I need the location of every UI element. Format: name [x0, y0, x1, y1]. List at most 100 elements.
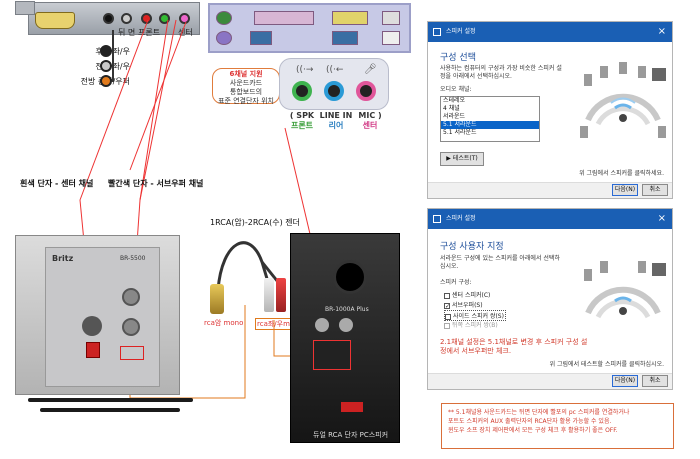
- checkbox-box[interactable]: [445, 313, 451, 320]
- serial-port: [250, 31, 272, 45]
- channel-option[interactable]: 서라운드: [443, 113, 466, 120]
- channel-option-selected[interactable]: 5.1 서라운드: [441, 121, 539, 129]
- card-label-rear: 뒤 면: [118, 28, 136, 37]
- jack-black: [103, 13, 114, 24]
- speaker-icon: ((·→: [296, 65, 314, 75]
- knob: [315, 318, 329, 332]
- line-in-icon: ((·←: [326, 65, 344, 75]
- cancel-button[interactable]: 취소: [642, 184, 668, 196]
- sound-card-bracket: [15, 1, 200, 35]
- motherboard-io-panel: [208, 3, 411, 53]
- jack-gray: [121, 13, 132, 24]
- mic-icon: 🎤︎: [364, 64, 377, 75]
- power-cable: [40, 408, 180, 412]
- dialog-title: 스피커 설정: [446, 28, 476, 35]
- game-port-mb: [332, 11, 368, 25]
- dialog-footer: 다음(N) 취소: [428, 373, 672, 389]
- speaker-setup-dialog-configuration: 스피커 설정 × 구성 선택 사용하는 컴퓨터의 구성과 가장 비슷한 스피커 …: [427, 21, 673, 199]
- dialog-heading: 구성 선택: [440, 53, 476, 63]
- red-line: [139, 19, 169, 201]
- game-port: [35, 12, 75, 29]
- port-label-mic-ko: 센터: [362, 121, 378, 130]
- red-line: [79, 19, 149, 201]
- red-line: [129, 21, 187, 171]
- side-speaker-checkbox[interactable]: 사이드 스피커 쌍(S): [444, 310, 506, 321]
- speaker-layout-diagram[interactable]: [578, 60, 668, 150]
- bracket-lip: [15, 1, 35, 15]
- speaker-port: [82, 316, 102, 336]
- legend-connector: [112, 30, 114, 82]
- port-label-spk-ko: 프론트: [290, 121, 314, 130]
- speaker-icon: [580, 126, 588, 138]
- checkbox-label: 뒤쪽 스피커 쌍(B): [452, 322, 498, 329]
- speaker-back-panel: Britz BR-5500: [45, 247, 160, 387]
- speaker-icon: [433, 28, 441, 36]
- channel-option[interactable]: 4 채널: [443, 105, 460, 112]
- listener-icon: [619, 307, 627, 315]
- jack-spk-green: [292, 81, 312, 101]
- speaker-model-right: BR-1000A Plus: [325, 306, 369, 313]
- note-line: 포트도 스피커의 AUX 출력단자의 RCA단자 활용 가능할 수 있음.: [448, 418, 612, 425]
- rca-terminal-box: [120, 346, 144, 360]
- speaker-icon: [584, 269, 592, 281]
- onboard-audio-panel: ((·→ ((·← 🎤︎: [279, 58, 389, 110]
- caption-left-plug: rca암 mono: [204, 319, 244, 327]
- sound-wave: [614, 103, 632, 110]
- channel-option[interactable]: 스테레오: [443, 97, 466, 104]
- usb-port: [382, 31, 400, 45]
- center-speaker-checkbox[interactable]: 센터 스피커(C): [444, 290, 490, 299]
- speaker-icon: [658, 126, 666, 138]
- next-button[interactable]: 다음(N): [612, 375, 638, 387]
- caption-dual-rca: 듀얼 RCA 단자 PC스피커: [313, 431, 389, 439]
- sound-wave: [614, 296, 632, 303]
- speaker-right-back: BR-1000A Plus 듀얼 RCA 단자 PC스피커: [290, 233, 400, 443]
- cancel-button[interactable]: 취소: [642, 375, 668, 387]
- speaker-setup-dialog-customize: 스피커 설정 × 구성 사용자 지정 서라운드 구성에 있는 스피커를 아래에서…: [427, 208, 673, 390]
- next-button[interactable]: 다음(N): [612, 184, 638, 196]
- callout-line: 사운드카드: [229, 79, 263, 87]
- dialog-title-bar: 스피커 설정 ×: [428, 209, 672, 229]
- lan-port: [382, 11, 400, 25]
- test-button[interactable]: ▶ 테스트(T): [440, 152, 484, 166]
- speaker-icon: [584, 74, 592, 86]
- vga-port: [332, 31, 358, 45]
- rca-input-box: [313, 340, 351, 370]
- surround-arc: [585, 286, 661, 315]
- port-label-spk-en: ( SPK: [289, 111, 315, 120]
- checkbox-label: 사이드 스피커 쌍(S): [453, 313, 504, 320]
- note-line: ** 5.1채널용 사운드카드는 뒤면 단자에 빨포의 pc 스피커를 연결하거…: [448, 409, 630, 416]
- subwoofer-checkbox[interactable]: ✓서브우퍼(S): [444, 300, 483, 309]
- dialog-footer: 다음(N) 취소: [428, 182, 672, 198]
- six-channel-callout: 6채널 지원 사운드카드 통합보드의 표준 연결단자 위치: [212, 68, 280, 105]
- speaker-icon: [638, 66, 646, 78]
- surround-arc: [595, 299, 651, 319]
- usage-note-box: ** 5.1채널용 사운드카드는 뒤면 단자에 빨포의 pc 스피커를 연결하거…: [441, 403, 674, 449]
- rear-speaker-checkbox: 뒤쪽 스피커 쌍(B): [444, 320, 498, 329]
- legend-dot-gray: [100, 60, 112, 72]
- audio-channel-label: 오디오 채널:: [440, 86, 472, 93]
- jack-pink: [179, 13, 190, 24]
- audio-channel-list[interactable]: 스테레오 4 채널 서라운드 5.1 서라운드 5.1 서라운드: [440, 96, 540, 142]
- parallel-port: [254, 11, 314, 25]
- checkbox-box[interactable]: [444, 292, 450, 299]
- jack-line-blue: [324, 81, 344, 101]
- checkbox-box-checked[interactable]: ✓: [444, 302, 451, 310]
- ps2-port: [216, 11, 232, 25]
- close-icon[interactable]: ×: [657, 213, 666, 224]
- ps2-port: [216, 31, 232, 45]
- speaker-layout-diagram[interactable]: [578, 255, 668, 339]
- bass-reflex-port: [333, 260, 367, 294]
- dialog-title-bar: 스피커 설정 ×: [428, 22, 672, 42]
- rca-female-plug: [210, 284, 224, 314]
- callout-line: 통합보드의: [229, 88, 263, 96]
- rca-gender-cable: [216, 241, 270, 291]
- dialog-description: 서라운드 구성에 있는 스피커를 아래에서 선택하십시오.: [440, 255, 560, 270]
- power-cable: [28, 398, 193, 402]
- close-icon[interactable]: ×: [657, 26, 666, 37]
- subwoofer-icon: [652, 68, 666, 81]
- card-label-front: 프론트: [138, 28, 161, 37]
- port-label-spk: ( SPK 프론트: [284, 111, 320, 131]
- channel-option[interactable]: 5.1 서라운드: [443, 129, 477, 136]
- legend-dot-orange: [100, 75, 112, 87]
- caption-red-terminal: 빨간색 단자 - 서브우퍼 채널: [108, 179, 204, 188]
